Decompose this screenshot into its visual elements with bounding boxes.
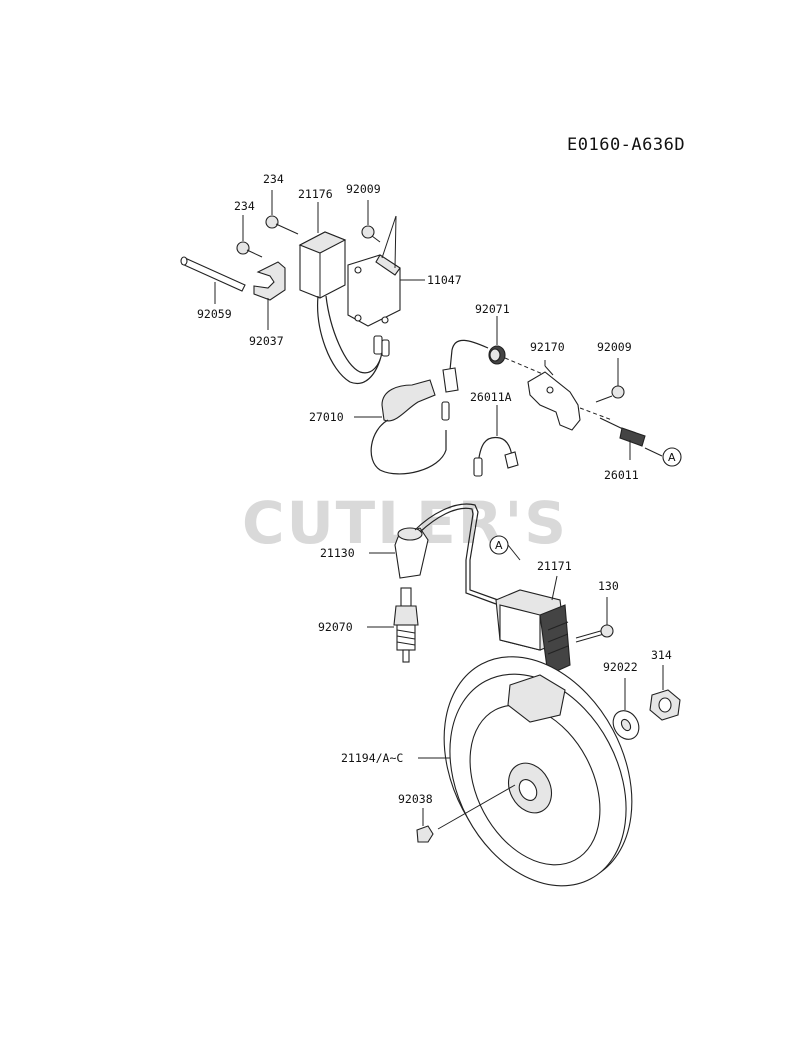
grommet-92071	[488, 316, 546, 376]
bolt-234-upper	[265, 190, 299, 235]
flywheel-21194	[418, 656, 633, 887]
label-92170: 92170	[530, 340, 565, 354]
plug-cap-21130	[369, 527, 429, 579]
diagram-code: E0160-A636D	[567, 135, 685, 155]
label-21130: 21130	[320, 546, 355, 560]
label-26011: 26011	[604, 468, 639, 482]
callout-a-left-letter: A	[495, 539, 503, 552]
label-27010: 27010	[309, 410, 344, 424]
spark-plug-92070	[367, 587, 419, 663]
ht-lead	[414, 503, 499, 601]
callout-a-right	[662, 447, 682, 467]
wire-27010	[354, 379, 450, 475]
label-92038: 92038	[398, 792, 433, 806]
rod-92059	[180, 256, 246, 304]
bracket-11047	[347, 215, 425, 327]
clip-92037	[253, 261, 286, 330]
label-92009-top: 92009	[346, 182, 381, 196]
screw-92009-top	[361, 200, 381, 243]
lead-terminal	[442, 339, 489, 393]
bolt-130	[575, 597, 614, 643]
label-130: 130	[598, 579, 619, 593]
key-92038	[416, 808, 434, 843]
label-92009-right: 92009	[597, 340, 632, 354]
ht-lead-inner	[419, 507, 497, 605]
label-92071: 92071	[475, 302, 510, 316]
ignition-coil-21171	[495, 575, 571, 676]
label-21194: 21194/A~C	[341, 751, 403, 765]
bolt-234-lower	[236, 215, 263, 258]
label-92022: 92022	[603, 660, 638, 674]
switch-plate-92170	[527, 360, 581, 431]
label-92037: 92037	[249, 334, 284, 348]
label-92059: 92059	[197, 307, 232, 321]
screw-92009-right	[579, 358, 625, 421]
label-11047: 11047	[427, 273, 462, 287]
label-21176: 21176	[298, 187, 333, 201]
lead-26011A	[473, 405, 519, 477]
callout-a-right-letter: A	[668, 451, 676, 464]
washer-92022	[612, 678, 640, 740]
label-26011A: 26011A	[470, 390, 512, 404]
label-234-lower: 234	[234, 199, 255, 213]
label-21171: 21171	[537, 559, 572, 573]
label-234-upper: 234	[263, 172, 284, 186]
lead-26011	[599, 417, 663, 460]
label-314: 314	[651, 648, 672, 662]
nut-314	[649, 665, 681, 721]
label-92070: 92070	[318, 620, 353, 634]
module-21176	[298, 202, 390, 384]
